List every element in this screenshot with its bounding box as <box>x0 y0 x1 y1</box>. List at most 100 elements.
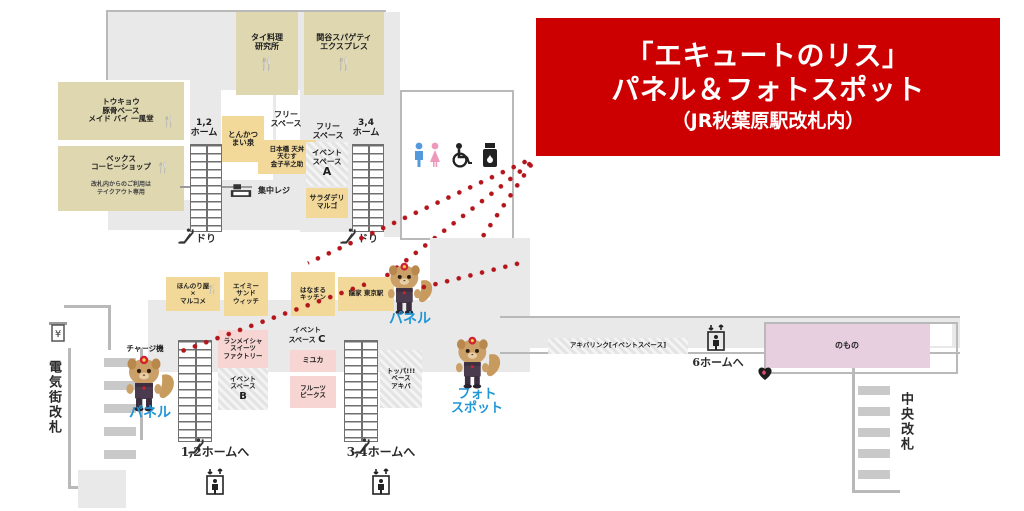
to-platform-34-label: 3,4ホームへ <box>346 445 416 459</box>
elevator-icon <box>369 466 393 496</box>
shop-label: フルーツ <box>300 383 326 392</box>
chuo-gate-wall-top <box>852 368 855 384</box>
shop-miyuka[interactable]: ミユカ <box>290 350 336 372</box>
becks-note-line2: テイクアウト専用 <box>97 188 145 196</box>
gate-bar <box>858 386 890 395</box>
lower-right-outline <box>500 316 960 354</box>
ticket-machine-icon: ¥ <box>48 318 68 344</box>
shop-label: はなまる <box>300 285 326 294</box>
shop-label: メイド バイ 一風堂 <box>88 114 154 124</box>
title-banner: 「エキュートのリス」 パネル＆フォトスポット （JR秋葉原駅改札内） <box>536 18 1000 156</box>
charge-machine-label: チャージ機 <box>126 344 164 353</box>
mascot-photo-spot-caption: フォト スポット <box>436 387 518 417</box>
shop-label: 天むす <box>277 152 297 161</box>
register-icon <box>230 182 252 200</box>
event-space-c-l2: スペース <box>288 336 316 345</box>
denkigai-gate-label: 電気街改札 <box>46 360 61 435</box>
restroom-male-icon <box>412 142 426 168</box>
shop-label: サンド <box>236 289 256 298</box>
mascot-panel-left <box>118 355 180 413</box>
denkigai-gate-wall-top <box>64 305 110 308</box>
free-space-2: フリー スペース <box>306 122 350 140</box>
shop-nomono[interactable]: のもの <box>764 324 930 368</box>
escalator-down-right-label: ドり <box>358 234 378 245</box>
platform-12-label: 1,2 ホーム <box>186 118 222 139</box>
cutlery-icon: 🍴 <box>335 57 353 73</box>
free-space-2-l2: スペース <box>312 131 344 141</box>
shop-label: エイミー <box>233 282 259 291</box>
gate-bar <box>858 449 890 458</box>
chuo-gate-label: 中央改札 <box>898 392 913 452</box>
shop-label: ミユカ <box>302 356 324 365</box>
event-space-a-l2: スペース <box>312 156 342 166</box>
platform-12-num: 1,2 <box>196 118 212 128</box>
shop-label: 龍家 東京駅 <box>348 289 384 298</box>
stairs-divider <box>195 341 197 441</box>
escalator-down-left-label: ドり <box>196 234 216 245</box>
shop-label: エクスプレス <box>320 42 368 52</box>
shop-toppa-base-akiba[interactable]: トッパ!!! ベース アキバ <box>380 350 422 408</box>
shop-label: アキバリンク[イベントスペース] <box>569 341 667 350</box>
gate-bar <box>104 381 136 390</box>
to-platform-12-label: 1,2ホームへ <box>180 445 250 459</box>
stairs-lower-right <box>344 340 378 442</box>
shop-tatsuya-tokyo[interactable]: 龍家 東京駅 <box>338 277 394 311</box>
photo-spot-caption-l1: フォト <box>457 387 497 402</box>
banner-line-3: （JR秋葉原駅改札内） <box>671 109 865 132</box>
elevator-icon <box>203 466 227 496</box>
akiba-link-event-space[interactable]: アキバリンク[イベントスペース] <box>548 338 688 354</box>
event-space-c: イベント スペース C <box>284 326 330 346</box>
denkigai-gate-wall-vert <box>108 305 111 350</box>
free-space-1-l1: フリー <box>274 110 298 119</box>
register-label: 集中レジ <box>258 186 290 195</box>
denkigai-gate-rail <box>68 348 71 488</box>
shop-label: マルゴ <box>316 202 338 210</box>
shop-label: 研究所 <box>255 42 279 52</box>
stairs-lower-left <box>178 340 212 442</box>
cutlery-icon: 🍴 <box>162 114 176 128</box>
shop-tokyo-tonkotsu[interactable]: トウキョウ 豚骨ベース メイド バイ 一風堂 🍴 <box>58 82 184 140</box>
platform-12-word: ホーム <box>190 128 218 139</box>
shop-sekiya-spaghetti[interactable]: 関谷スパゲティ エクスプレス 🍴 <box>304 12 384 95</box>
event-space-a[interactable]: イベント スペース A <box>306 142 348 186</box>
free-space-1-l2: スペース <box>270 119 302 129</box>
becks-note-line1: 改札内からのご利用は <box>90 181 151 188</box>
shop-becks-coffee[interactable]: ベックス コーヒーショップ 🍴 <box>58 146 184 211</box>
to-platform-6-label: 6ホームへ <box>692 356 744 369</box>
restroom-female-icon <box>428 142 442 168</box>
shop-fruits-peaks[interactable]: フルーツ ピークス <box>290 376 336 408</box>
shop-label: サラダデリ <box>309 194 345 203</box>
stairs-divider <box>368 145 370 231</box>
stairs-upper-left <box>190 144 222 232</box>
shop-amy-sandwich[interactable]: エイミー サンド ウィッチ <box>224 272 268 316</box>
shop-label: アキバ <box>391 381 411 390</box>
shop-label: キッチン <box>300 293 326 301</box>
shop-honnoriya-marukome[interactable]: ほんのり屋 × マルコメ 🍴 <box>166 277 220 311</box>
platform-34-num: 3,4 <box>358 118 374 128</box>
shop-tonkatsu-maisen[interactable]: とんかつ まい泉 <box>222 116 264 162</box>
event-space-b[interactable]: イベント スペース B <box>218 368 268 410</box>
shop-label: × <box>190 289 196 298</box>
shop-tai-ryori[interactable]: タイ料理 研究所 🍴 <box>236 12 298 95</box>
shop-label: とんかつ <box>228 129 258 139</box>
event-space-c-l1: イベント <box>293 326 321 334</box>
shop-label: スイーツ <box>230 344 256 353</box>
stairs-divider <box>361 341 363 441</box>
shop-label: トッパ!!! <box>386 367 416 376</box>
denkigai-gate-plaza <box>78 470 126 508</box>
shop-label: ベックス <box>106 154 136 163</box>
escalator-icon <box>176 226 196 246</box>
shop-label: まい泉 <box>231 138 255 147</box>
shop-label: 日本橋 天丼 <box>269 145 305 154</box>
cutlery-icon: 🍴 <box>156 161 170 174</box>
event-space-b-tag: B <box>239 390 247 402</box>
free-space-1: フリー スペース <box>264 110 308 128</box>
mascot-panel-mid <box>380 262 438 316</box>
event-space-c-tag: C <box>318 334 326 346</box>
event-space-b-l1: イベント <box>230 375 256 384</box>
chuo-gate-rail <box>852 382 855 492</box>
shop-salad-deli-marugo[interactable]: サラダデリ マルゴ <box>306 188 348 218</box>
free-space-2-l1: フリー <box>316 122 340 131</box>
banner-line-2: パネル＆フォトスポット <box>611 72 925 106</box>
